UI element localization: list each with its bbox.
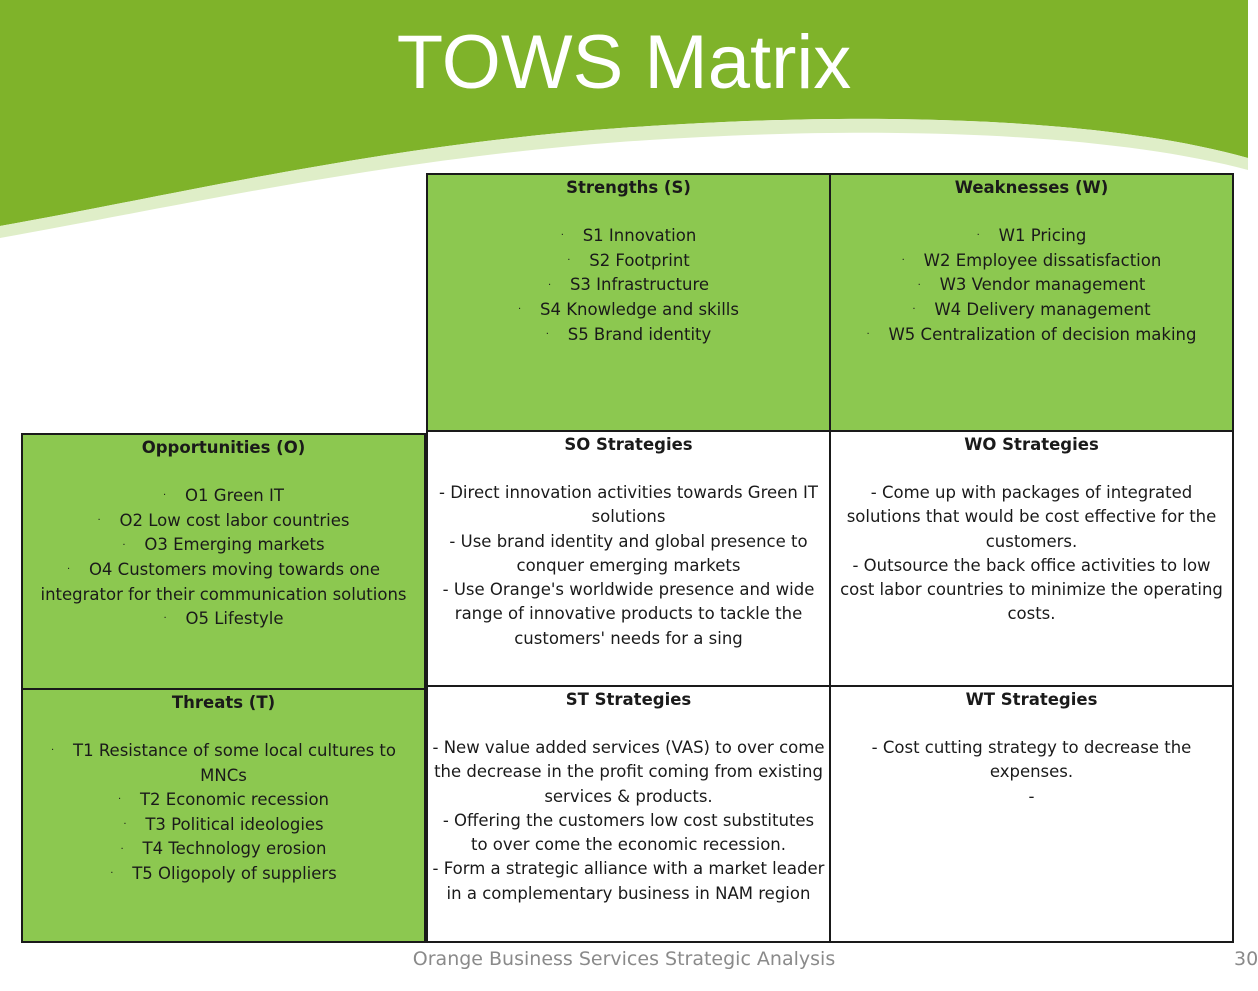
opportunity-item: ·O1 Green IT [27, 484, 420, 509]
bullet-icon: · [901, 254, 905, 266]
weakness-item: ·W4 Delivery management [835, 298, 1228, 323]
threat-item: ·T4 Technology erosion [27, 837, 420, 862]
threat-item: ·T5 Oligopoly of suppliers [27, 862, 420, 887]
strength-item: ·S3 Infrastructure [432, 273, 825, 298]
banner-highlight [0, 118, 1248, 238]
strengths-cell: Strengths (S) ·S1 Innovation ·S2 Footpri… [426, 173, 831, 432]
bullet-icon: · [123, 818, 127, 830]
strategy-line: - Use brand identity and global presence… [449, 531, 808, 575]
opportunity-item: ·O4 Customers moving towards one integra… [40, 559, 407, 604]
opportunities-cell: Opportunities (O) ·O1 Green IT ·O2 Low c… [21, 433, 426, 690]
weaknesses-cell: Weaknesses (W) ·W1 Pricing ·W2 Employee … [829, 173, 1234, 432]
opportunity-item: ·O5 Lifestyle [27, 607, 420, 632]
strategy-line: - Outsource the back office activities t… [840, 555, 1223, 624]
bullet-icon: · [545, 328, 549, 340]
strategy-line: - Cost cutting strategy to decrease the … [871, 738, 1192, 782]
threat-item: ·T1 Resistance of some local cultures to… [51, 741, 396, 785]
bullet-icon: · [547, 279, 552, 291]
wo-strategies-cell: WO Strategies - Come up with packages of… [829, 430, 1234, 689]
opportunities-heading: Opportunities (O) [141, 438, 306, 457]
bullet-icon: · [97, 514, 101, 526]
strengths-heading: Strengths (S) [566, 178, 691, 197]
opportunity-item: ·O3 Emerging markets [27, 533, 420, 558]
slide-title: TOWS Matrix [396, 20, 852, 105]
slide-footer: Orange Business Services Strategic Analy… [412, 948, 836, 970]
strategy-line: - Use Orange's worldwide presence and wi… [442, 580, 815, 648]
so-strategies-cell: SO Strategies - Direct innovation activi… [426, 430, 831, 689]
weakness-item: ·W1 Pricing [835, 224, 1228, 249]
st-strategies-cell: ST Strategies - New value added services… [426, 685, 831, 943]
bullet-icon: · [66, 564, 71, 576]
so-strategies-heading: SO Strategies [564, 435, 693, 454]
bullet-icon: · [163, 613, 167, 625]
strategy-line: - Direct innovation activities towards G… [439, 483, 818, 527]
bullet-icon: · [117, 794, 122, 806]
threats-cell: Threats (T) ·T1 Resistance of some local… [21, 688, 426, 943]
bullet-icon: · [560, 230, 564, 242]
wt-strategies-cell: WT Strategies - Cost cutting strategy to… [829, 685, 1234, 943]
bullet-icon: · [120, 843, 124, 855]
bullet-icon: · [567, 254, 571, 266]
bullet-icon: · [912, 304, 916, 316]
threats-heading: Threats (T) [171, 693, 276, 712]
strength-item: ·S5 Brand identity [432, 323, 825, 348]
bullet-icon: · [110, 868, 114, 880]
strength-item: ·S1 Innovation [432, 224, 825, 249]
strategy-line: - Come up with packages of integrated so… [846, 483, 1217, 551]
bullet-icon: · [917, 279, 921, 291]
opportunity-item: ·O2 Low cost labor countries [27, 509, 420, 534]
wt-strategies-heading: WT Strategies [965, 690, 1098, 709]
weakness-item: ·W5 Centralization of decision making [835, 323, 1228, 348]
strength-item: ·S4 Knowledge and skills [432, 298, 825, 323]
bullet-icon: · [51, 745, 55, 757]
strategy-line: - Form a strategic alliance with a marke… [432, 859, 825, 903]
st-strategies-heading: ST Strategies [565, 690, 692, 709]
wo-strategies-heading: WO Strategies [964, 435, 1099, 454]
weakness-item: ·W2 Employee dissatisfaction [835, 249, 1228, 274]
bullet-icon: · [122, 539, 126, 551]
weakness-item: ·W3 Vendor management [835, 273, 1228, 298]
page-number: 30 [1234, 948, 1258, 970]
strategy-line: - [1028, 786, 1035, 806]
bullet-icon: · [518, 304, 522, 316]
threat-item: ·T2 Economic recession [27, 788, 420, 813]
strength-item: ·S2 Footprint [432, 249, 825, 274]
banner-shape [0, 0, 1248, 226]
strategy-line: - New value added services (VAS) to over… [432, 738, 825, 806]
bullet-icon: · [976, 230, 980, 242]
header-banner [0, 0, 1248, 238]
strategy-line: - Offering the customers low cost substi… [442, 810, 815, 855]
bullet-icon: · [866, 328, 870, 340]
bullet-icon: · [163, 490, 167, 502]
weaknesses-heading: Weaknesses (W) [954, 178, 1109, 197]
threat-item: ·T3 Political ideologies [27, 813, 420, 838]
